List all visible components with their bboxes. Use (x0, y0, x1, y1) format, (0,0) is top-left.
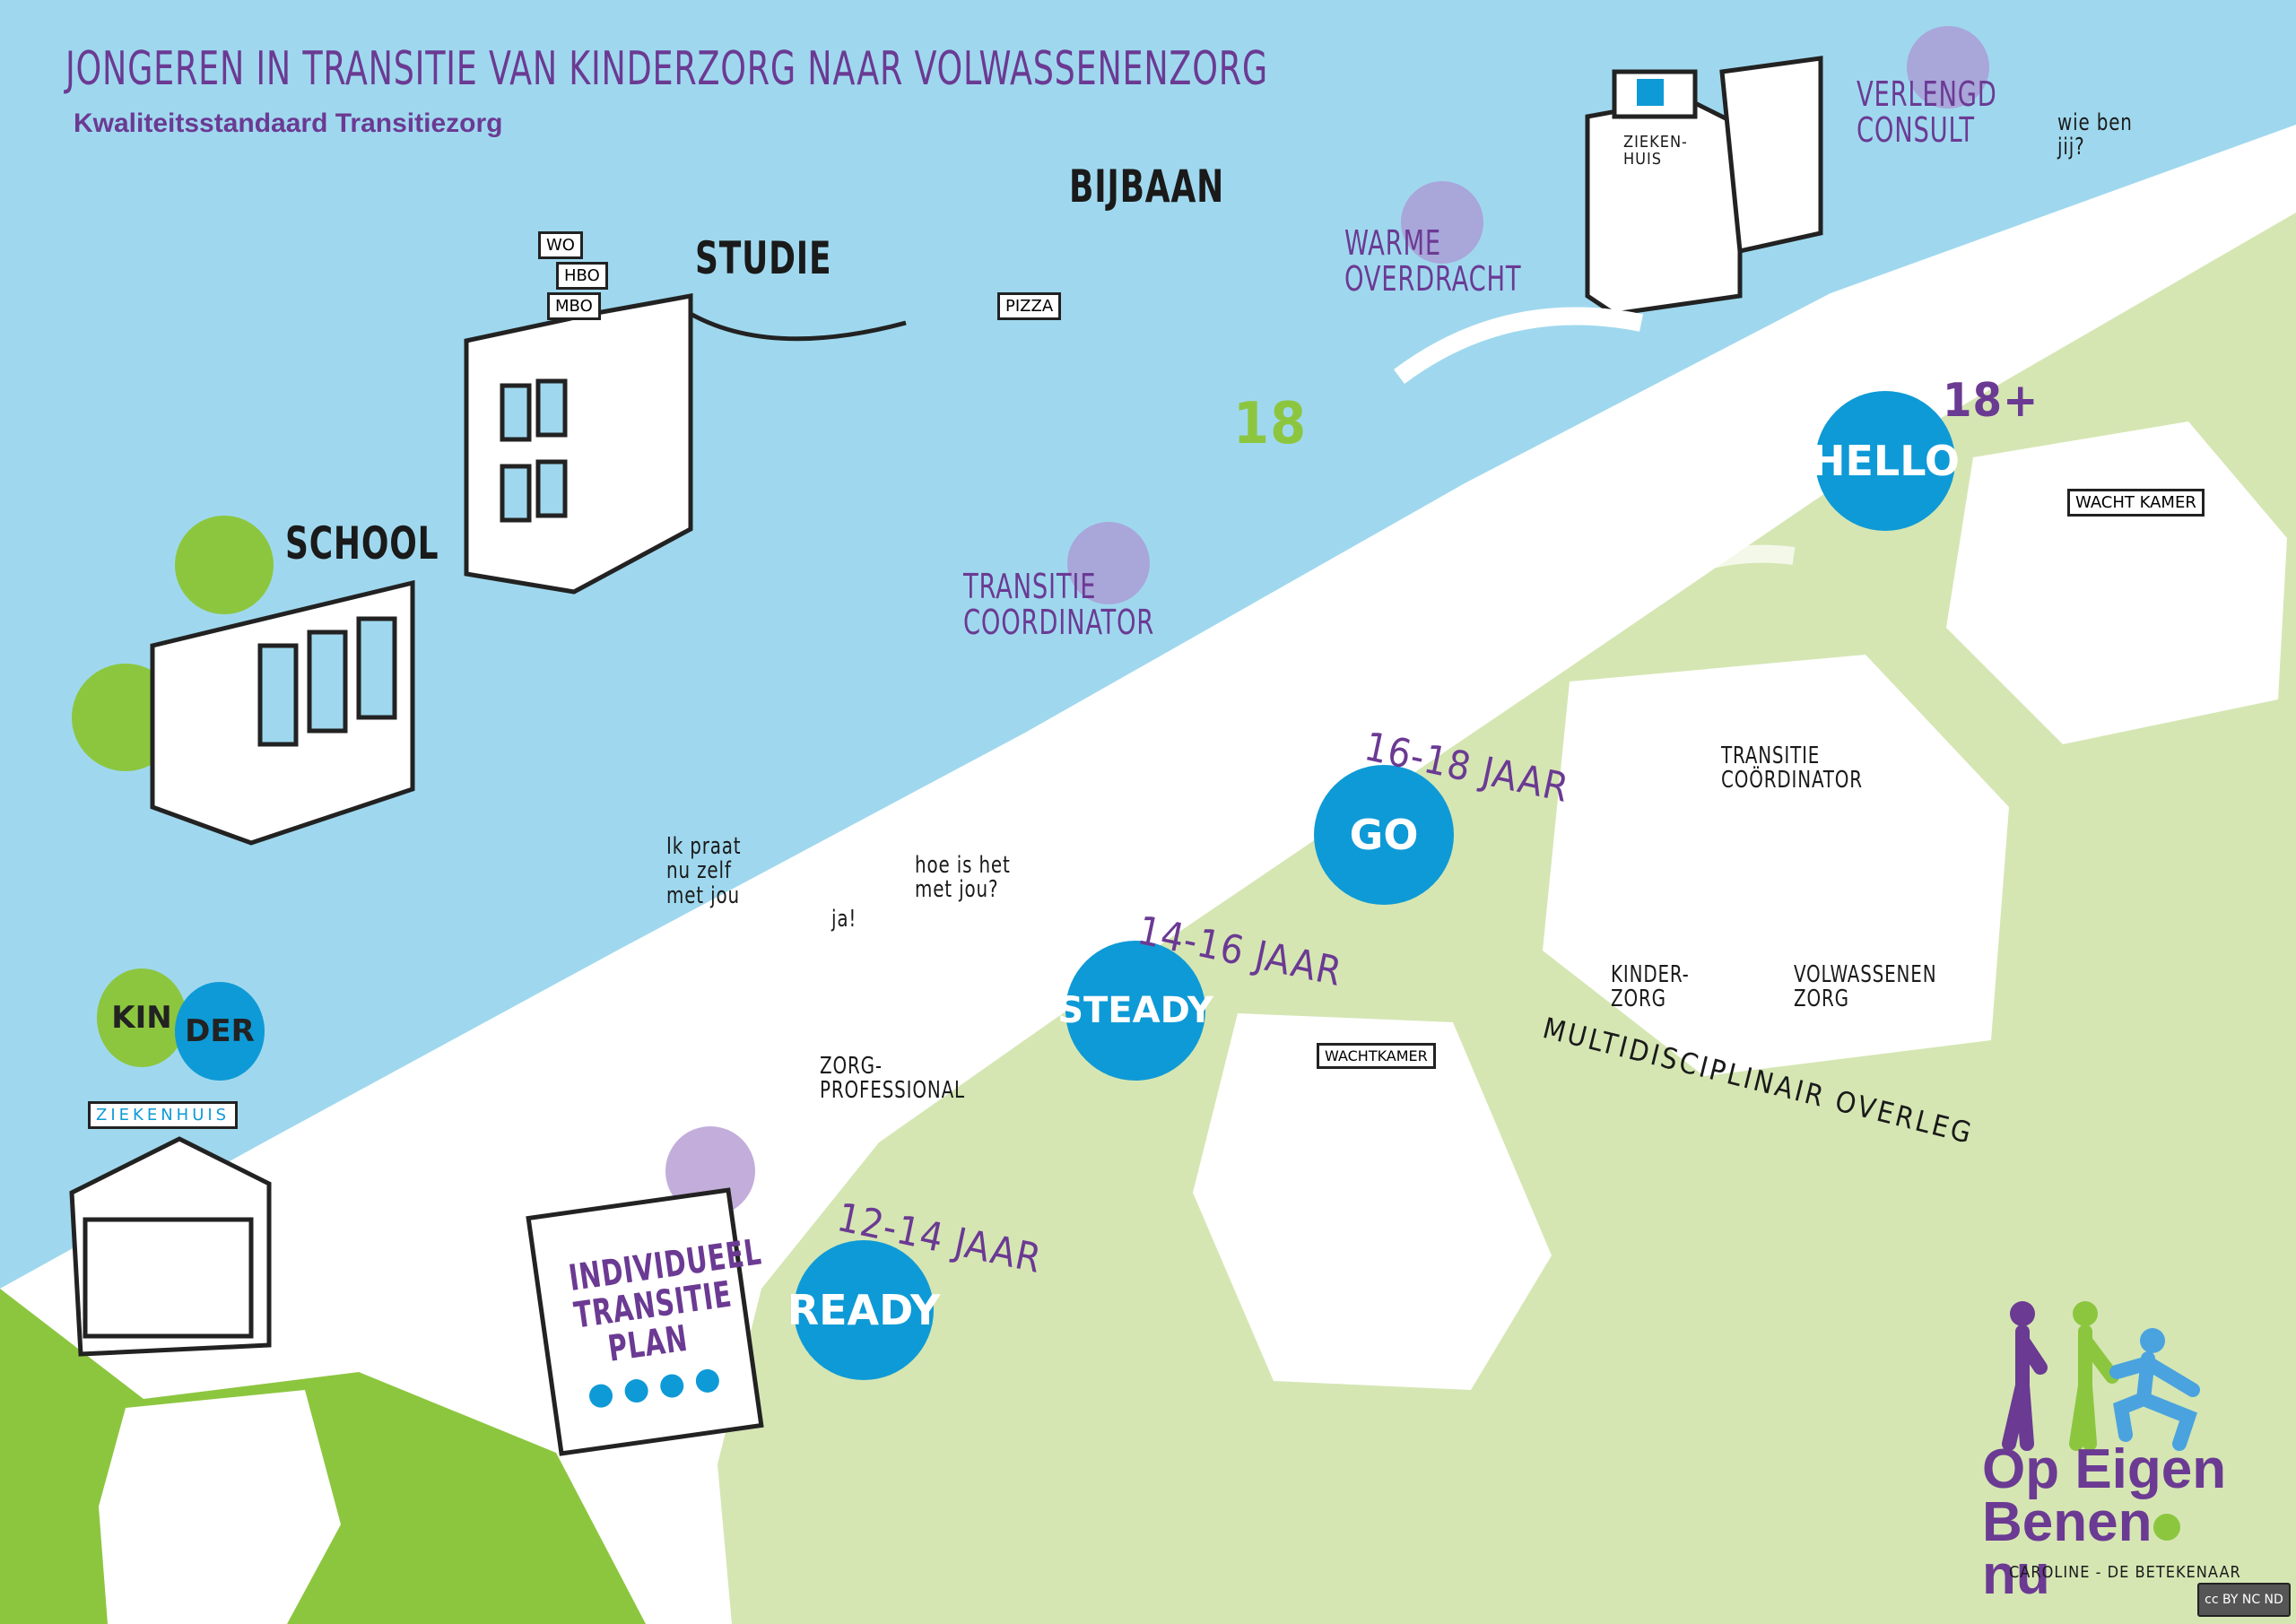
adult-care-field (718, 213, 2296, 1624)
label-transitie-coordinator: TRANSITIE COORDINATOR (963, 567, 1155, 642)
plan-label: INDIVIDUEEL TRANSITIE PLAN (566, 1231, 764, 1370)
label-studie: STUDIE (695, 232, 832, 284)
label-verlengd-consult: VERLENGD CONSULT (1857, 74, 1997, 150)
label-bijbaan: BIJBAAN (1069, 161, 1225, 213)
label-school: SCHOOL (285, 517, 439, 569)
poster-subtitle: Kwaliteitsstandaard Transitiezorg (74, 109, 503, 138)
bridge (1394, 307, 1643, 385)
logo-line2a: Benen (1982, 1490, 2152, 1553)
school-building (72, 516, 415, 846)
steady-waiting-room-island (1193, 1013, 1552, 1390)
logo-line2b: nu (1982, 1543, 2050, 1606)
waiting-room-sign-steady: WACHTKAMER (1317, 1043, 1436, 1069)
pizza-box: PIZZA (997, 292, 1062, 320)
speech-ja: ja! (831, 906, 857, 933)
family-island (99, 1390, 341, 1624)
illustrator-credit: CAROLINE - DE BETEKENAAR (2009, 1563, 2241, 1582)
birthday-cake-number: 18 (1233, 391, 1308, 457)
children-hospital-building (69, 1136, 272, 1357)
children-hospital-sign: ZIEKENHUIS (88, 1101, 239, 1129)
stage-go: GO (1314, 765, 1454, 905)
stage-hello: HELLO (1811, 391, 1960, 531)
label-warme-overdracht: WARME OVERDRACHT (1344, 223, 1522, 299)
waiting-room-sign-hello: WACHT KAMER (2067, 489, 2205, 517)
hospital-building (1585, 56, 1823, 317)
balloon-der: DER (175, 982, 265, 1081)
bridge (1535, 544, 1796, 679)
book-mbo: MBO (547, 292, 601, 320)
speech-youth: Ik praat nu zelf met jou (666, 833, 742, 909)
speech-wie-ben-jij: wie ben jij? (2057, 109, 2133, 161)
stage-steady: STEADY (1057, 941, 1213, 1081)
stage-ready: READY (787, 1240, 940, 1380)
logo-figures-icon (2002, 1301, 2200, 1451)
meeting-coordinator-label: TRANSITIE COÖRDINATOR (1721, 743, 1863, 795)
individual-transition-plan-clipboard: INDIVIDUEEL TRANSITIE PLAN (526, 1187, 764, 1456)
meeting-volwassenenzorg-label: VOLWASSENEN ZORG (1794, 961, 1937, 1013)
book-hbo: HBO (556, 262, 608, 290)
highlight-circle (1401, 181, 1483, 264)
meeting-island (1543, 655, 2009, 1076)
creative-commons-badge: cc BY NC ND (2197, 1583, 2291, 1617)
highlight-circle (1907, 26, 1989, 109)
poster-title: JONGEREN IN TRANSITIE VAN KINDERZORG NAA… (65, 42, 1268, 96)
logo-line1: Op Eigen (1982, 1438, 2227, 1500)
age-hello: 18+ (1943, 374, 2039, 428)
book-wo: WO (538, 231, 583, 259)
hospital-building-label: ZIEKEN- HUIS (1623, 133, 1688, 169)
balloon-kin: KIN (97, 968, 187, 1067)
meeting-kinderzorg-label: KINDER- ZORG (1611, 961, 1690, 1013)
label-zorg-professional: ZORG- PROFESSIONAL (820, 1053, 965, 1105)
plan-dots (568, 1365, 742, 1411)
speech-professional: hoe is het met jou? (915, 852, 1011, 904)
highlight-circle (1067, 522, 1150, 604)
study-building (464, 293, 907, 595)
